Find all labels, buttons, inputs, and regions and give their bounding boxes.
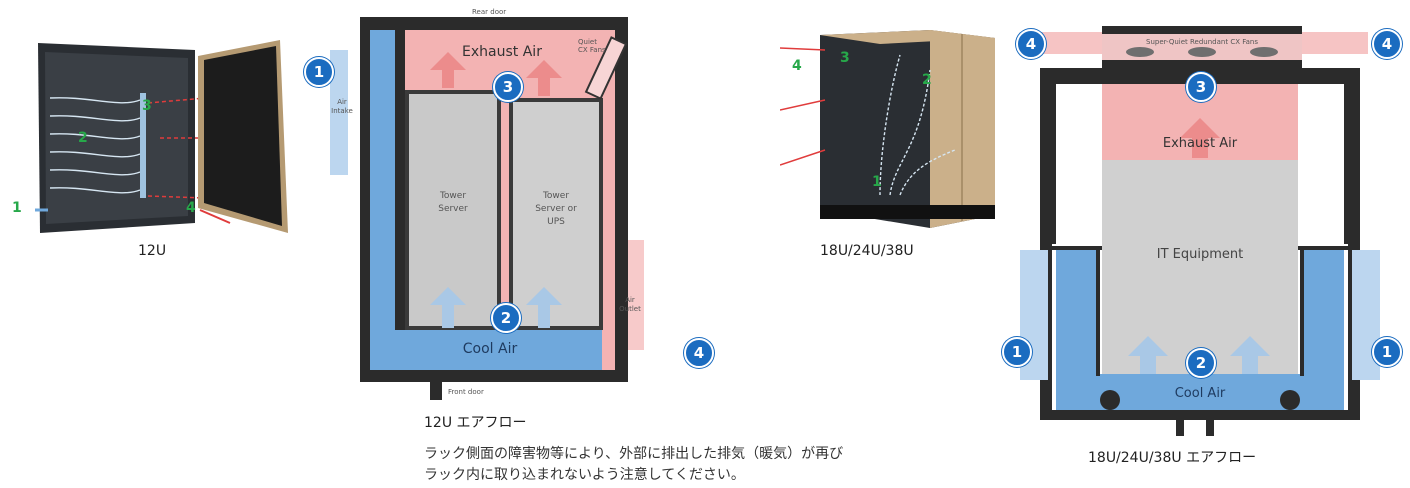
cool-air-label-18u: Cool Air: [1174, 386, 1226, 401]
ups-line-1: Tower: [542, 191, 570, 201]
tower-line-1: Tower: [439, 191, 467, 201]
ups-line-3: UPS: [547, 217, 565, 227]
photo-12u-marker-1: 1: [12, 200, 22, 216]
outlet-line-2: Outlet: [619, 305, 641, 313]
fans-label-18u: Super-Quiet Redundant CX Fans: [1146, 38, 1258, 46]
photo-12u: 1 2 3 4: [12, 38, 300, 248]
badge-4-18u-left: 4: [1016, 29, 1046, 59]
badge-4-18u-right: 4: [1372, 29, 1402, 59]
front-door-label: Front door: [448, 388, 484, 396]
badge-1-18u-right: 1: [1372, 337, 1402, 367]
photo-12u-marker-2: 2: [78, 130, 88, 146]
badge-2-12u: 2: [491, 303, 521, 333]
note-text: ラック側面の障害物等により、外部に排出した排気（暖気）が再び ラック内に取り込ま…: [424, 444, 984, 486]
photo-18u: 4 3 2 1: [779, 10, 1010, 235]
intake-line-1: Air: [337, 98, 347, 106]
tower-server-label: Tower Server: [407, 190, 499, 216]
fans-line-1: Quiet: [578, 38, 597, 46]
cool-air-label-12u: Cool Air: [462, 341, 518, 357]
photo-18u-marker-1: 1: [872, 174, 882, 190]
tower-server-ups-label: Tower Server or UPS: [511, 190, 601, 229]
badge-3-18u: 3: [1186, 72, 1216, 102]
badge-1-12u: 1: [304, 57, 334, 87]
exhaust-air-label-12u: Exhaust Air: [462, 44, 542, 60]
caption-18u-airflow: 18U/24U/38U エアフロー: [1088, 450, 1257, 466]
rear-door-label: Rear door: [472, 8, 507, 16]
note-line-1: ラック側面の障害物等により、外部に排出した排気（暖気）が再び: [424, 446, 844, 462]
caption-18u: 18U/24U/38U: [820, 243, 914, 259]
badge-1-18u-left: 1: [1002, 337, 1032, 367]
fans-line-2: CX Fans: [578, 46, 606, 54]
fans-label-12u: Quiet CX Fans: [578, 38, 606, 54]
badge-2-18u: 2: [1186, 348, 1216, 378]
photo-18u-marker-2: 2: [922, 72, 932, 88]
photo-12u-marker-4: 4: [186, 200, 196, 216]
exhaust-air-label-18u: Exhaust Air: [1162, 136, 1238, 151]
air-intake-label: Air Intake: [322, 98, 362, 116]
photo-12u-marker-3: 3: [142, 98, 152, 114]
note-line-2: ラック内に取り込まれないよう注意してください。: [424, 467, 745, 483]
air-outlet-label: Air Outlet: [610, 296, 650, 314]
caption-12u: 12U: [138, 243, 167, 259]
caption-12u-airflow: 12U エアフロー: [424, 415, 527, 431]
ups-line-2: Server or: [535, 204, 577, 214]
outlet-line-1: Air: [625, 296, 635, 304]
intake-line-2: Intake: [331, 107, 353, 115]
diagram-18u: Super-Quiet Redundant CX Fans Exhaust Ai…: [1000, 20, 1410, 440]
tower-line-2: Server: [438, 204, 468, 214]
photo-18u-marker-3: 3: [840, 50, 850, 66]
it-equipment-label: IT Equipment: [1156, 247, 1244, 262]
diagram-12u: Rear door Exhaust Air Quiet CX Fans Air …: [304, 0, 714, 410]
badge-3-12u: 3: [493, 72, 523, 102]
badge-4-12u: 4: [684, 338, 714, 368]
photo-18u-marker-4: 4: [792, 58, 802, 74]
